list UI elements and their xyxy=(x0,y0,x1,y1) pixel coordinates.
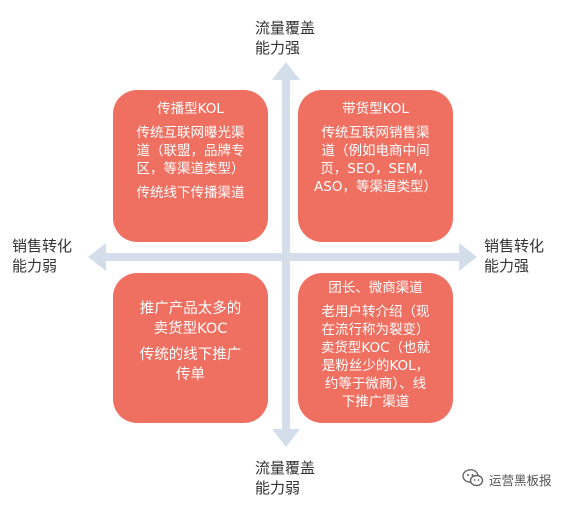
watermark: 运营黑板报 xyxy=(462,468,552,490)
card-title: 团长、微商渠道 xyxy=(328,280,423,296)
axis-label-left: 销售转化 能力弱 xyxy=(12,237,73,275)
card-text: 老用户转介绍（现 在流行称为裂变） 卖货型KOC（也就 是粉丝少的KOL， 约等… xyxy=(320,304,431,410)
watermark-text: 运营黑板报 xyxy=(489,472,552,488)
card-text-secondary: 传统线下传播渠道 xyxy=(136,185,245,201)
card-text-secondary: 传统的线下推广 传单 xyxy=(139,347,242,383)
arrow-down xyxy=(272,429,300,447)
card-title: 传播型KOL xyxy=(157,101,224,117)
arrow-up xyxy=(272,62,300,80)
axis-label-right: 销售转化 能力强 xyxy=(484,237,545,275)
arrow-left xyxy=(88,243,106,271)
axis-label-top: 流量覆盖 能力强 xyxy=(255,19,316,57)
card-top-right: 带货型KOL 传统互联网销售渠 道（例如电商中间 页，SEO，SEM， ASO，… xyxy=(298,90,453,242)
card-text: 传统互联网曝光渠 道（联盟，品牌专 区，等渠道类型） xyxy=(136,125,245,177)
wechat-icon xyxy=(462,468,484,491)
card-top-left: 传播型KOL 传统互联网曝光渠 道（联盟，品牌专 区，等渠道类型） 传统线下传播… xyxy=(113,90,268,242)
card-text: 传统互联网销售渠 道（例如电商中间 页，SEO，SEM， ASO，等渠道类型） xyxy=(314,125,437,195)
card-bottom-right: 团长、微商渠道 老用户转介绍（现 在流行称为裂变） 卖货型KOC（也就 是粉丝少… xyxy=(298,273,453,423)
arrow-right xyxy=(459,243,477,271)
horizontal-axis xyxy=(104,253,461,261)
card-text: 推广产品太多的 卖货型KOC xyxy=(139,301,242,337)
axis-label-bottom: 流量覆盖 能力弱 xyxy=(255,459,316,497)
card-title: 带货型KOL xyxy=(342,101,409,117)
card-bottom-left: 推广产品太多的 卖货型KOC 传统的线下推广 传单 xyxy=(113,273,268,423)
